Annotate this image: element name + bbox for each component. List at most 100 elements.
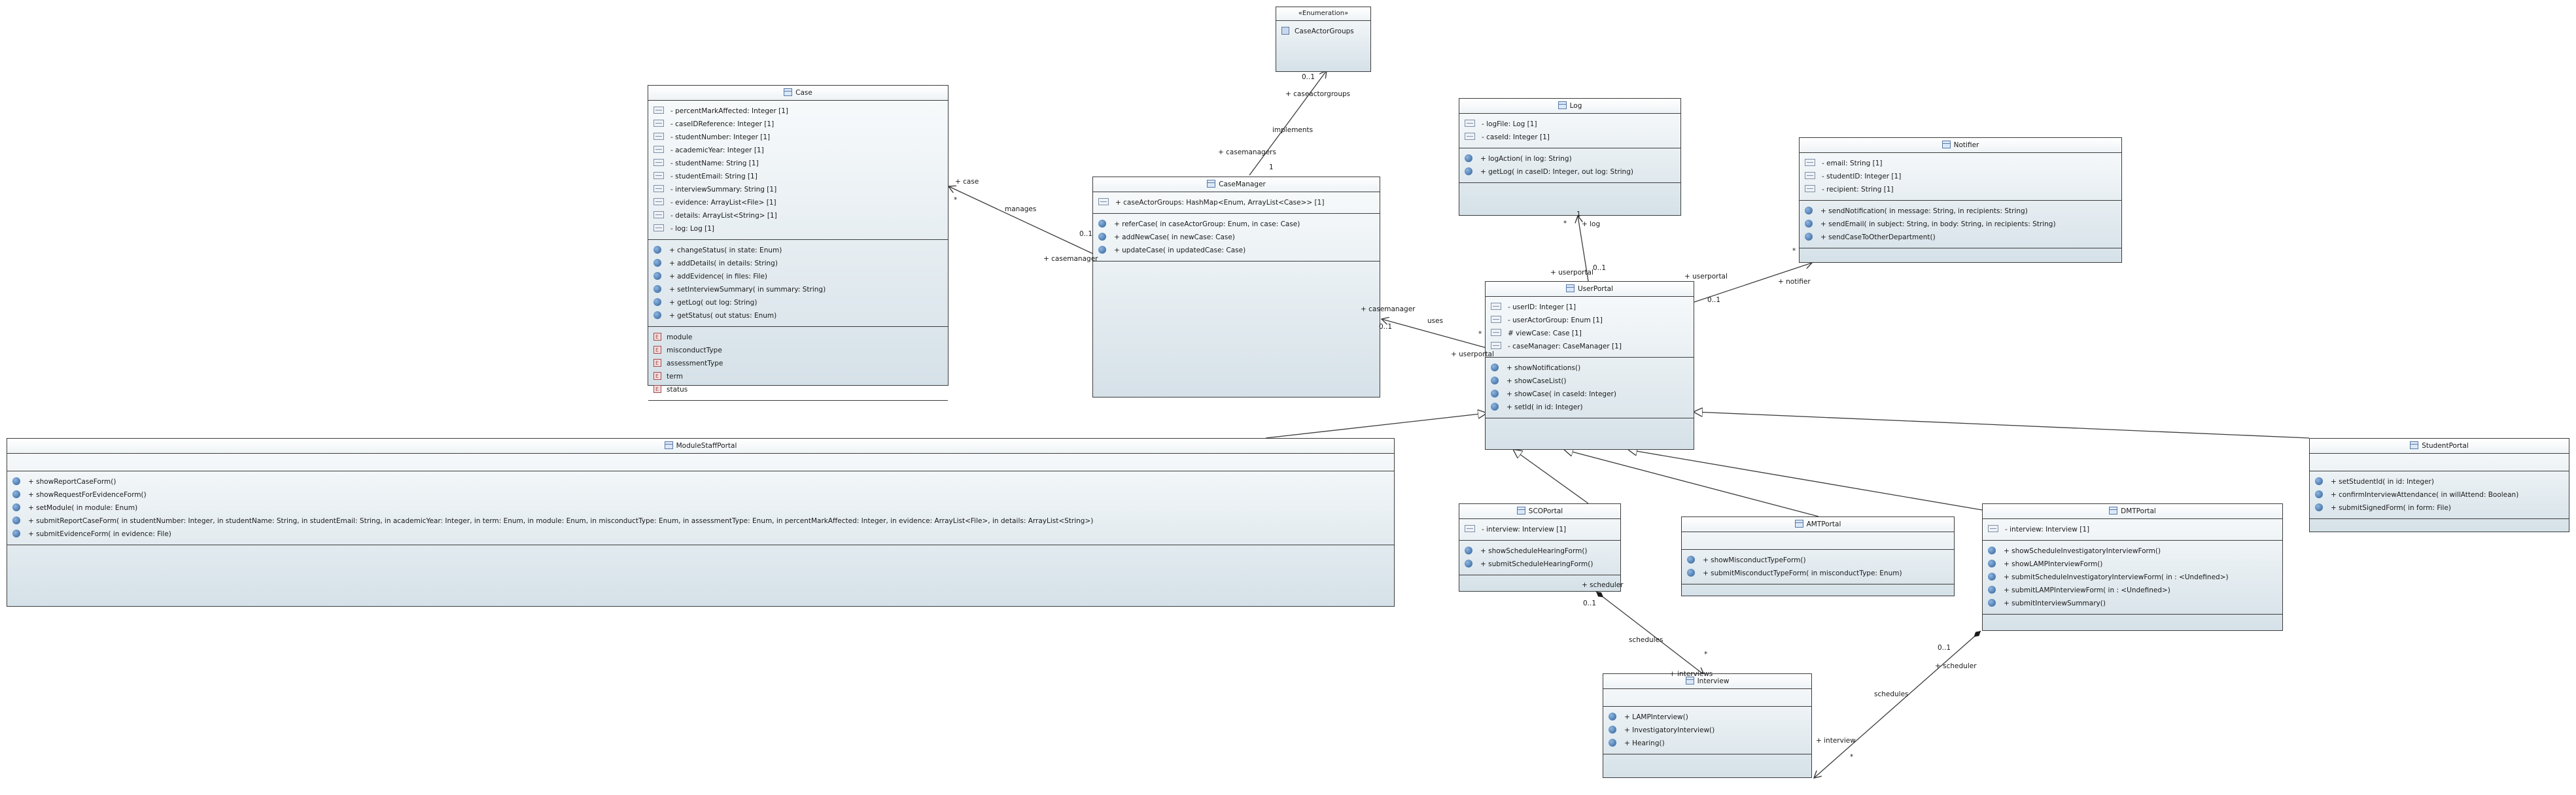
- attribute-row[interactable]: - studentName: String [1]: [648, 157, 948, 170]
- case-role-label: + case: [955, 178, 979, 186]
- operation-row[interactable]: + getLog( in caseID: Integer, out log: S…: [1459, 165, 1680, 178]
- attribute-row[interactable]: - userID: Integer [1]: [1486, 301, 1694, 314]
- literal-row[interactable]: term: [648, 370, 948, 383]
- notifier-class[interactable]: Notifier- email: String [1]- studentID: …: [1799, 137, 2122, 263]
- scoportal-operations: + showScheduleHearingForm()+ submitSched…: [1459, 541, 1620, 575]
- operation-row[interactable]: + submitInterviewSummary(): [1983, 597, 2282, 610]
- attribute-row[interactable]: - interview: Interview [1]: [1459, 523, 1620, 536]
- operation-icon: [12, 503, 20, 511]
- studentportal-operations: + setStudentId( in id: Integer) + confirm…: [2310, 471, 2569, 519]
- attribute-row[interactable]: - studentEmail: String [1]: [648, 170, 948, 183]
- case-multiplicity: *: [954, 196, 958, 204]
- operation-row[interactable]: + sendCaseToOtherDepartment(): [1800, 231, 2121, 244]
- casemanager-multiplicity-b: 0..1: [1379, 323, 1393, 331]
- attribute-row[interactable]: - studentNumber: Integer [1]: [648, 131, 948, 144]
- attribute-row[interactable]: - interviewSummary: String [1]: [648, 183, 948, 196]
- attribute-row[interactable]: + caseActorGroups: HashMap<Enum, ArrayLi…: [1093, 196, 1380, 209]
- operation-row[interactable]: + addDetails( in details: String): [648, 257, 948, 270]
- attribute-row[interactable]: - studentID: Integer [1]: [1800, 170, 2121, 183]
- operation-row[interactable]: + sendNotification( in message: String, …: [1800, 205, 2121, 218]
- operation-row[interactable]: + submitReportCaseForm( in studentNumber…: [7, 515, 1394, 528]
- attribute-row[interactable]: - email: String [1]: [1800, 157, 2121, 170]
- userportal-class[interactable]: UserPortal- userID: Integer [1]- userAct…: [1485, 281, 1694, 450]
- literal-row[interactable]: module: [648, 331, 948, 344]
- operation-row[interactable]: + showLAMPInterviewForm(): [1983, 558, 2282, 571]
- attribute-row[interactable]: - caseId: Integer [1]: [1459, 131, 1680, 144]
- operation-row[interactable]: + logAction( in log: String): [1459, 152, 1680, 165]
- amtportal-class[interactable]: AMTPortal+ showMisconductTypeForm()+ sub…: [1681, 516, 1955, 596]
- operation-row[interactable]: + showCase( in caseId: Integer): [1486, 388, 1694, 401]
- literal-row[interactable]: status: [648, 383, 948, 396]
- operation-row[interactable]: + submitScheduleHearingForm(): [1459, 558, 1620, 571]
- modulestaffportal-name: ModuleStaffPortal: [676, 442, 737, 450]
- attribute-row[interactable]: - evidence: ArrayList<File> [1]: [648, 196, 948, 209]
- attribute-row[interactable]: - caseIDReference: Integer [1]: [648, 118, 948, 131]
- operation-row[interactable]: + confirmInterviewAttendance( in willAtt…: [2310, 488, 2569, 501]
- operation-row-text: + showRequestForEvidenceForm(): [28, 491, 147, 499]
- operation-row[interactable]: + submitSignedForm( in form: File): [2310, 501, 2569, 515]
- operation-row[interactable]: + showScheduleInvestigatoryInterviewForm…: [1983, 545, 2282, 558]
- operation-row[interactable]: + LAMPInterview(): [1603, 711, 1811, 724]
- dmtportal-class[interactable]: DMTPortal- interview: Interview [1]+ sho…: [1982, 503, 2283, 631]
- operation-row[interactable]: + Hearing(): [1603, 737, 1811, 750]
- operation-row[interactable]: + submitLAMPInterviewForm( in : <Undefin…: [1983, 584, 2282, 597]
- operation-row[interactable]: + showScheduleHearingForm(): [1459, 545, 1620, 558]
- operation-row[interactable]: + setId( in id: Integer): [1486, 401, 1694, 414]
- caseactorgroups-enumeration[interactable]: «Enumeration» CaseActorGroups: [1276, 7, 1371, 72]
- operation-row[interactable]: + showReportCaseForm(): [7, 475, 1394, 488]
- attribute-row[interactable]: - percentMarkAffected: Integer [1]: [648, 105, 948, 118]
- property-icon: [653, 107, 664, 114]
- operation-row[interactable]: + sendEmail( in subject: String, in body…: [1800, 218, 2121, 231]
- userportal-role-b: + userportal: [1451, 350, 1494, 358]
- operation-row[interactable]: + addNewCase( in newCase: Case): [1093, 231, 1380, 244]
- attribute-row[interactable]: - caseManager: CaseManager [1]: [1486, 340, 1694, 353]
- modulestaffportal-class[interactable]: ModuleStaffPortal + showReportCaseForm() +…: [7, 438, 1395, 607]
- userportal-multiplicity-log: 0..1: [1593, 264, 1607, 272]
- attribute-row[interactable]: - logFile: Log [1]: [1459, 118, 1680, 131]
- operation-row[interactable]: + addEvidence( in files: File): [648, 270, 948, 283]
- operation-row-text: + showReportCaseForm(): [28, 478, 116, 486]
- attribute-row[interactable]: - recipient: String [1]: [1800, 183, 2121, 196]
- operation-row[interactable]: + submitEvidenceForm( in evidence: File): [7, 528, 1394, 541]
- interview-class[interactable]: Interview+ LAMPInterview()+ Investigator…: [1603, 673, 1812, 778]
- casemanager-header: CaseManager: [1093, 177, 1380, 192]
- attribute-row[interactable]: # viewCase: Case [1]: [1486, 327, 1694, 340]
- userportal-multiplicity-notifier: 0..1: [1707, 296, 1721, 304]
- literal-row[interactable]: misconductType: [648, 344, 948, 357]
- attribute-row-text: - academicYear: Integer [1]: [670, 146, 764, 154]
- operation-row[interactable]: + referCase( in caseActorGroup: Enum, in…: [1093, 218, 1380, 231]
- attribute-row[interactable]: - log: Log [1]: [648, 222, 948, 235]
- operation-row[interactable]: + submitMisconductTypeForm( in misconduc…: [1682, 567, 1954, 580]
- attribute-row[interactable]: - userActorGroup: Enum [1]: [1486, 314, 1694, 327]
- operation-row[interactable]: + updateCase( in updatedCase: Case): [1093, 244, 1380, 257]
- uses-label: uses: [1427, 317, 1444, 325]
- log-class[interactable]: Log- logFile: Log [1]- caseId: Integer […: [1459, 98, 1681, 216]
- operation-row[interactable]: + getStatus( out status: Enum): [648, 309, 948, 322]
- literal-row[interactable]: assessmentType: [648, 357, 948, 370]
- operation-row[interactable]: + showNotifications(): [1486, 362, 1694, 375]
- operation-row[interactable]: + showMisconductTypeForm(): [1682, 554, 1954, 567]
- operation-row[interactable]: + submitScheduleInvestigatoryInterviewFo…: [1983, 571, 2282, 584]
- attribute-row-text: - evidence: ArrayList<File> [1]: [670, 199, 776, 207]
- operation-row[interactable]: + setInterviewSummary( in summary: Strin…: [648, 283, 948, 296]
- operation-row[interactable]: + setStudentId( in id: Integer): [2310, 475, 2569, 488]
- operation-row[interactable]: + changeStatus( in state: Enum): [648, 244, 948, 257]
- operation-row[interactable]: + showCaseList(): [1486, 375, 1694, 388]
- operation-row-text: + showNotifications(): [1506, 364, 1581, 372]
- operation-row-text: + setStudentId( in id: Integer): [2331, 478, 2434, 486]
- operation-row[interactable]: + InvestigatoryInterview(): [1603, 724, 1811, 737]
- case-class[interactable]: Case- percentMarkAffected: Integer [1]- …: [648, 85, 949, 401]
- attribute-row[interactable]: - interview: Interview [1]: [1983, 523, 2282, 536]
- operation-row[interactable]: + showRequestForEvidenceForm(): [7, 488, 1394, 501]
- class-icon: [1794, 520, 1803, 528]
- casemanager-class[interactable]: CaseManager + caseActorGroups: HashMap<En…: [1092, 177, 1380, 398]
- attribute-row[interactable]: - details: ArrayList<String> [1]: [648, 209, 948, 222]
- amtportal-attributes: [1682, 532, 1954, 550]
- studentportal-class[interactable]: StudentPortal+ setStudentId( in id: Inte…: [2309, 438, 2569, 532]
- operation-row[interactable]: + getLog( out log: String): [648, 296, 948, 309]
- attribute-row[interactable]: - academicYear: Integer [1]: [648, 144, 948, 157]
- operation-row[interactable]: + setModule( in module: Enum): [7, 501, 1394, 515]
- scoportal-class[interactable]: SCOPortal- interview: Interview [1]+ sho…: [1459, 503, 1621, 592]
- property-icon: [653, 185, 664, 192]
- operation-row-text: + Hearing(): [1624, 739, 1665, 747]
